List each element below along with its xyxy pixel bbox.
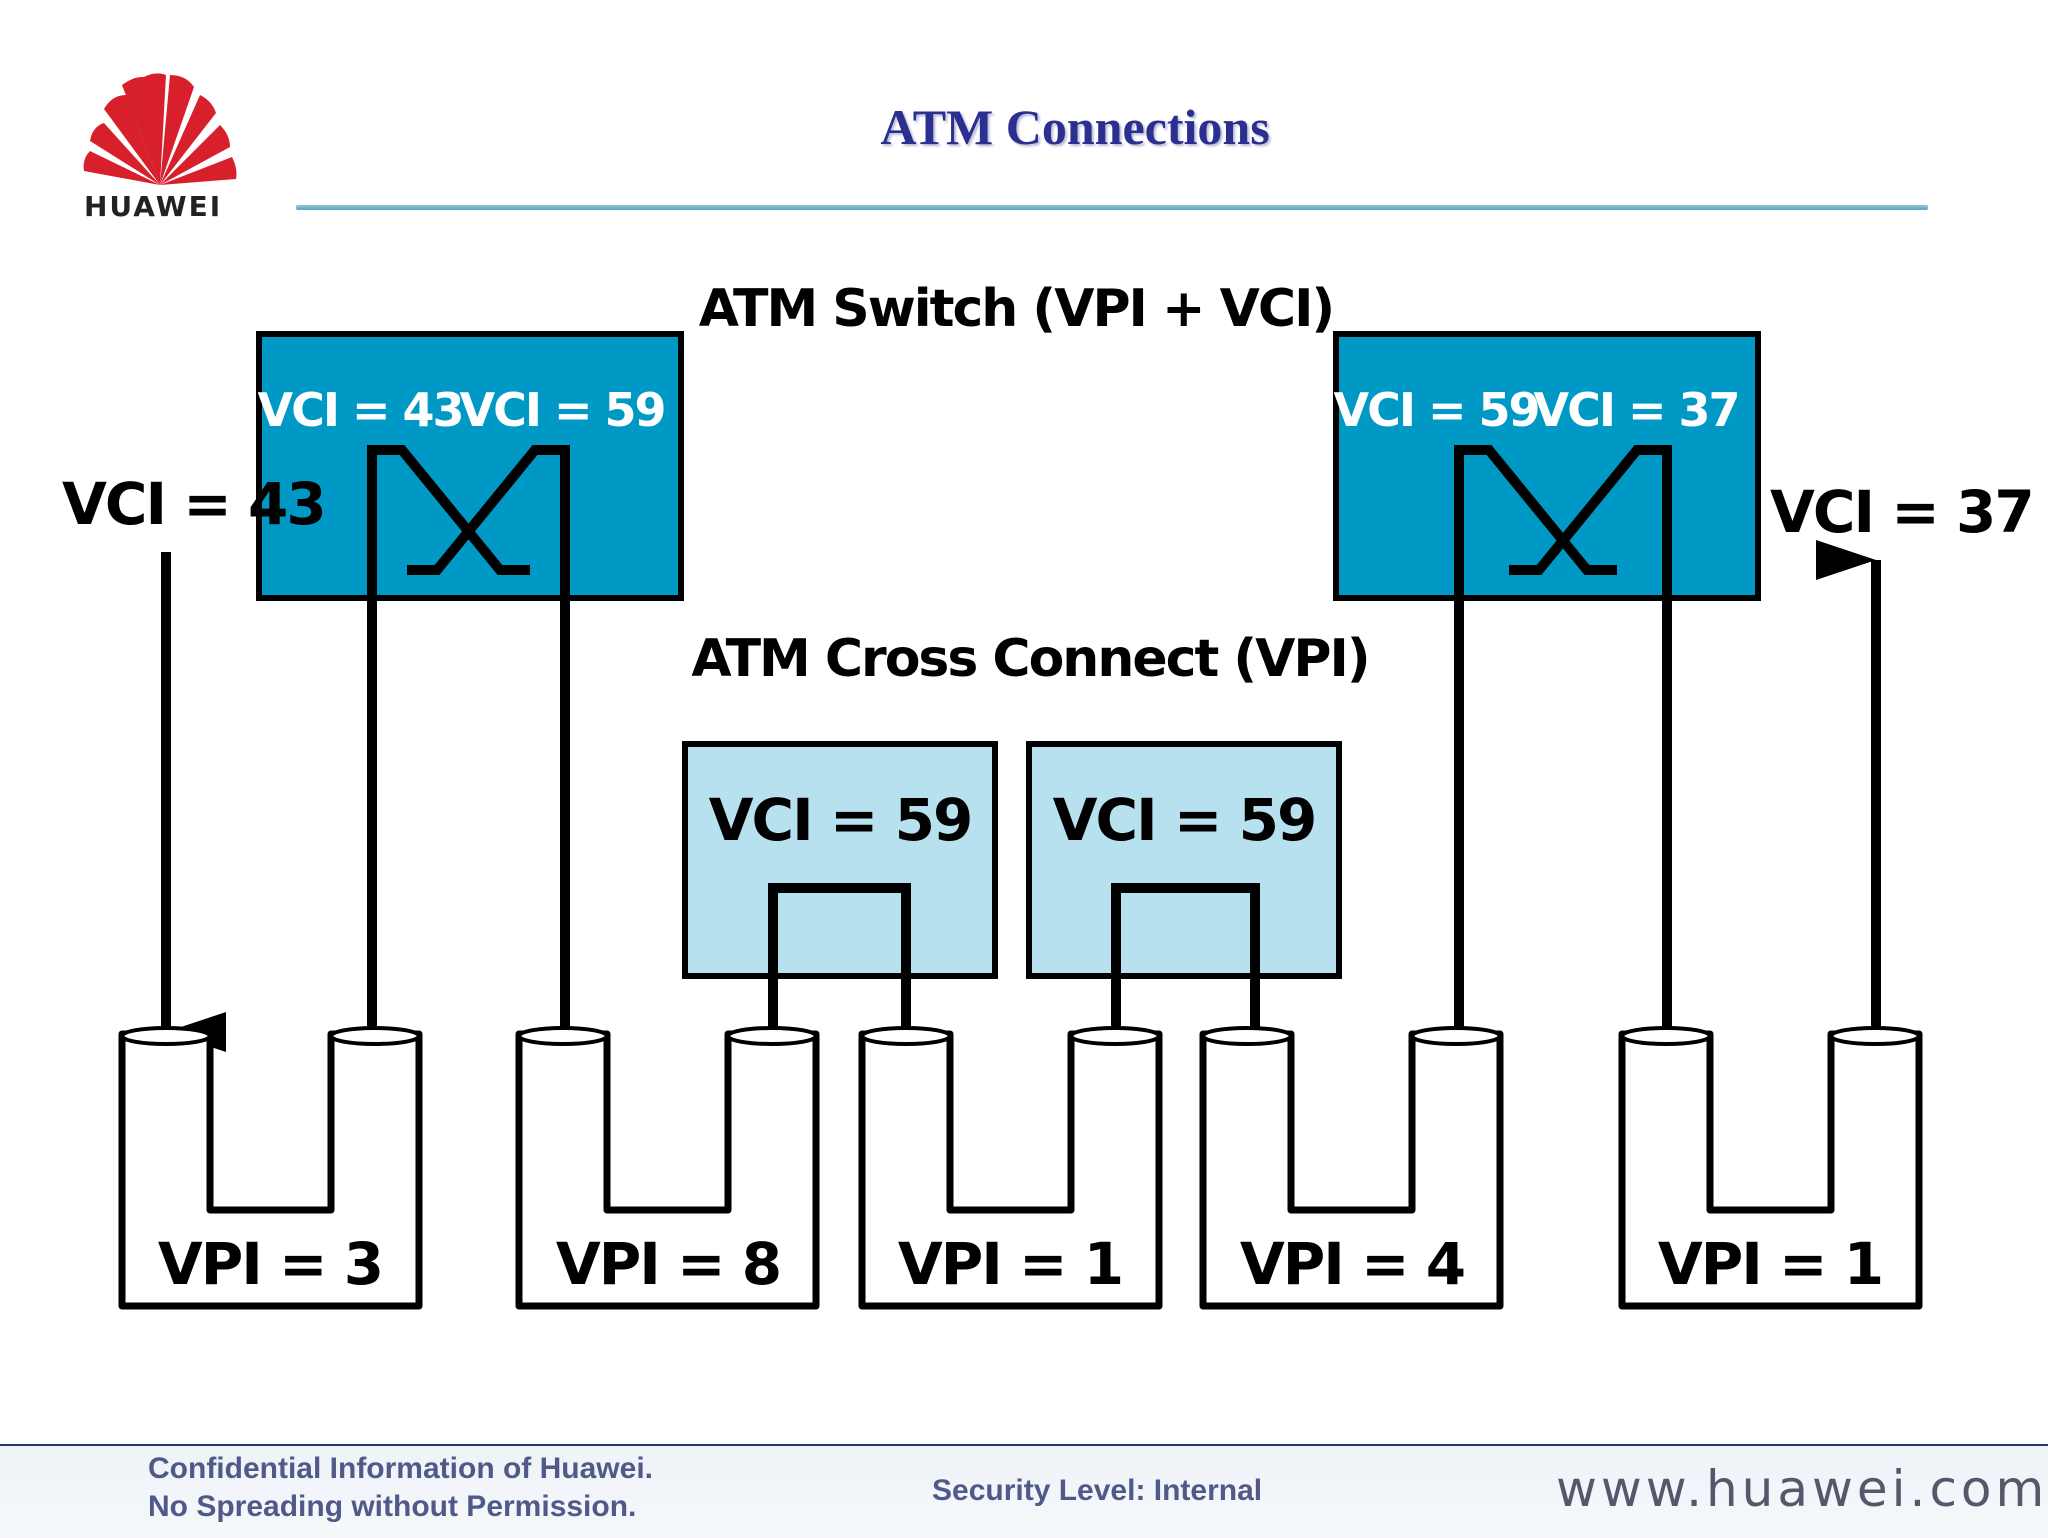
- vpi-path-3-label: VPI = 1: [898, 1230, 1122, 1298]
- vpi-path-4: VPI = 4: [1199, 1026, 1504, 1310]
- switch-right-in-label: VCI = 59: [1333, 383, 1538, 437]
- atm-switch-right: VCI = 59 VCI = 37: [1333, 331, 1761, 1034]
- vpi-path-1: VPI = 3: [118, 1026, 423, 1310]
- vpi-path-2: VPI = 8: [515, 1026, 820, 1310]
- switch-right-out-label: VCI = 37: [1533, 383, 1738, 437]
- footer-bar: [0, 1444, 2048, 1538]
- vpi-path-2-label: VPI = 8: [556, 1230, 780, 1298]
- switch-heading: ATM Switch (VPI + VCI): [699, 279, 1333, 339]
- switch-left-out-label: VCI = 59: [459, 383, 664, 437]
- confidential-line-1: Confidential Information of Huawei.: [148, 1452, 653, 1485]
- cross-connect-1-label: VCI = 59: [709, 786, 972, 854]
- cross-connect-heading: ATM Cross Connect (VPI): [691, 629, 1368, 689]
- cross-connect-2-label: VCI = 59: [1053, 786, 1316, 854]
- switch-left-in-label: VCI = 43: [257, 383, 462, 437]
- confidential-line-2: No Spreading without Permission.: [148, 1490, 637, 1523]
- cross-connect-2: VCI = 59: [1026, 741, 1342, 1034]
- left-in-vci-label: VCI = 43: [62, 470, 325, 538]
- title-divider: [296, 205, 1928, 210]
- security-level: Security Level: Internal: [932, 1474, 1263, 1507]
- cross-connect-1: VCI = 59: [682, 741, 998, 1034]
- website-url: www.huawei.com: [1556, 1460, 2048, 1518]
- vpi-path-1-label: VPI = 3: [158, 1230, 382, 1298]
- logo-wordmark: HUAWEI: [84, 190, 223, 223]
- huawei-logo: [83, 73, 237, 185]
- confidentiality-notice: Confidential Information of Huawei. No S…: [148, 1450, 653, 1526]
- page-title: ATM Connections: [880, 99, 1270, 155]
- vpi-path-3: VPI = 1: [858, 1026, 1163, 1310]
- atm-connections-diagram: ATM Switch (VPI + VCI) ATM Cross Connect…: [62, 279, 2035, 1310]
- atm-switch-left: VCI = 43 VCI = 59: [256, 331, 684, 1034]
- vpi-path-5: VPI = 1: [1618, 1026, 1923, 1310]
- right-out-vci-label: VCI = 37: [1770, 478, 2033, 546]
- vpi-path-5-label: VPI = 1: [1658, 1230, 1882, 1298]
- vpi-path-4-label: VPI = 4: [1240, 1230, 1464, 1298]
